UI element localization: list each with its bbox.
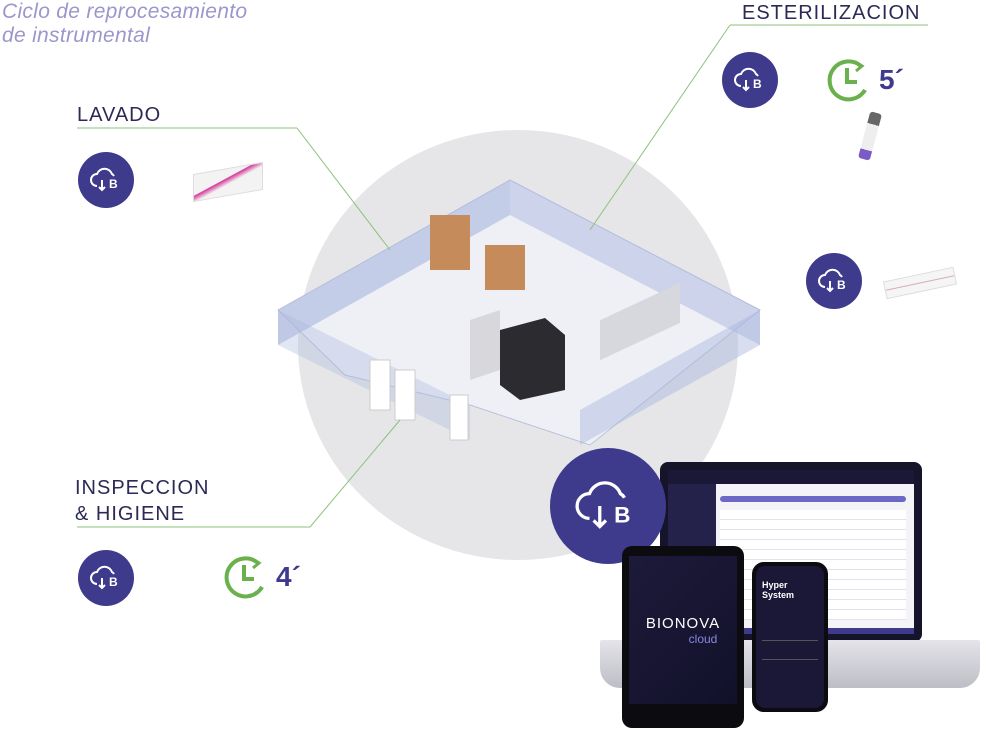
svg-text:B: B [614, 502, 630, 527]
svg-text:B: B [753, 77, 762, 91]
svg-text:B: B [109, 575, 118, 589]
svg-text:B: B [109, 177, 118, 191]
inspeccion-timer: 4´ [222, 553, 301, 601]
tablet: BIONOVA cloud [622, 546, 744, 728]
bionova-cloud-icon: B [550, 448, 666, 564]
lavado-label: LAVADO [77, 104, 162, 126]
cloud-download-icon: B [78, 152, 134, 208]
brand-logo: BIONOVA [645, 614, 721, 632]
cloud-download-icon: B [806, 253, 862, 309]
timer-icon [827, 59, 867, 102]
timer-icon [224, 556, 264, 599]
page-title: Ciclo de reprocesamiento de instrumental [2, 0, 248, 47]
esterilizacion-label: ESTERILIZACION [742, 2, 921, 24]
phone: Hyper System [752, 562, 828, 712]
cloud-download-icon: B [78, 550, 134, 606]
svg-text:B: B [837, 278, 846, 292]
inspeccion-label: INSPECCION & HIGIENE [75, 477, 210, 525]
cloud-download-icon: B [722, 52, 778, 108]
esterilizacion-timer: 5´ [825, 56, 904, 104]
